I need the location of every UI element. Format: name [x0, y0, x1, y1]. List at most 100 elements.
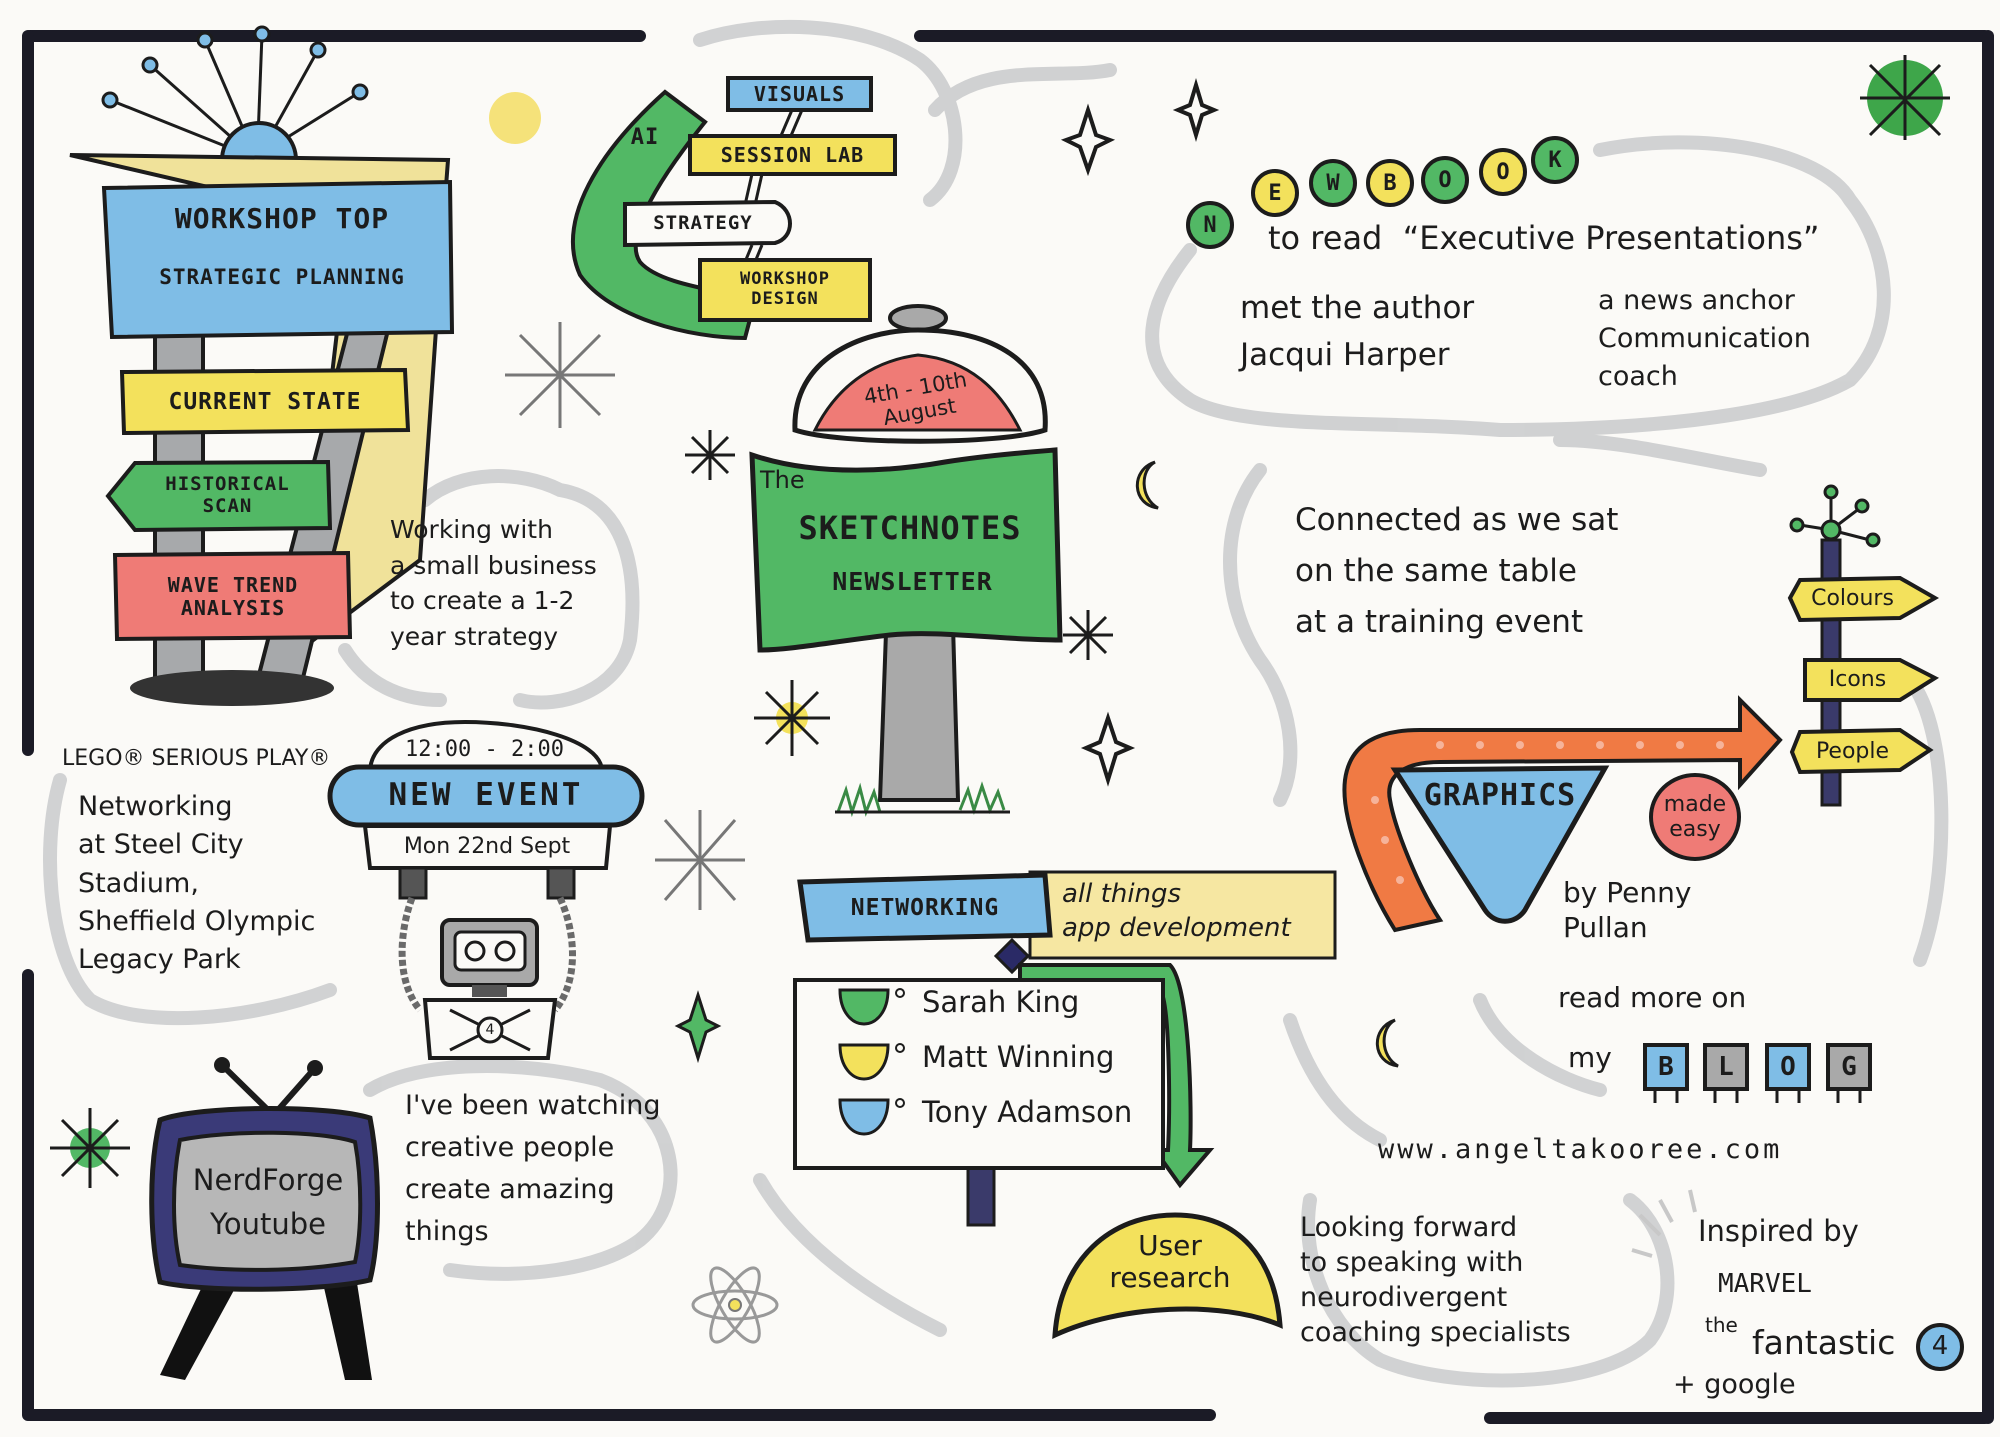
signpost-base: [130, 670, 334, 706]
right-signpost-top: [1789, 484, 1881, 548]
cloud: [1283, 1013, 1387, 1147]
blog-letter: G: [1841, 1052, 1857, 1082]
newbook-circles: [1186, 136, 1579, 249]
cloud: [43, 773, 337, 1026]
cloud: [1553, 433, 1767, 477]
event-dome: [368, 719, 604, 771]
cloud: [1301, 1193, 1675, 1388]
cloud: [1223, 463, 1298, 807]
tv-leg: [320, 1270, 372, 1380]
sign-session-lab-label: SESSION LAB: [720, 142, 865, 167]
cloud: [693, 19, 963, 207]
tv-leg: [160, 1270, 245, 1380]
tv-antenna: [219, 1062, 318, 1113]
networking-label: NETWORKING: [850, 894, 1000, 921]
tv-screen: [172, 1130, 363, 1272]
sign-workshop-design: [698, 258, 872, 322]
newsletter-title: SKETCHNOTES: [798, 508, 1022, 547]
networking-topic: all things app development: [1062, 879, 1291, 943]
blog-letter: O: [1780, 1052, 1796, 1082]
frame-border: [22, 30, 1994, 1424]
sign-icons: [1803, 658, 1940, 702]
blog-letter: B: [1658, 1052, 1674, 1082]
signpost-dome: [219, 121, 299, 162]
book-author: met the author Jacqui Harper: [1240, 290, 1475, 373]
sign-icons-label: Icons: [1828, 667, 1887, 693]
cloud: [1473, 993, 1607, 1097]
workshop-subtitle: STRATEGIC PLANNING: [159, 264, 405, 289]
newsletter-the: The: [760, 466, 805, 494]
connected-note: Connected as we sat on the same table at…: [1295, 502, 1619, 641]
fantastic-four-circle: [1916, 1323, 1964, 1371]
sparkle-icon: [1063, 610, 1113, 660]
event-title: NEW EVENT: [388, 777, 584, 814]
diamond-star-icon: [1060, 78, 1220, 787]
cloud: [338, 643, 447, 707]
cloud: [1903, 673, 1949, 967]
sign-colours-label: Colours: [1811, 586, 1894, 612]
blog-url-link[interactable]: www.angeltakooree.com: [1378, 1134, 1783, 1165]
moon-icon: [1375, 1018, 1399, 1068]
attendee-name: Sarah King: [922, 985, 1080, 1019]
sign-wave-trend-label: WAVE TREND ANALYSIS: [167, 573, 299, 620]
graphics-author: by Penny Pullan: [1563, 876, 1692, 944]
diamond-star-icon: [674, 990, 722, 1064]
event-time: 12:00 - 2:00: [405, 737, 564, 762]
cloud: [363, 1059, 678, 1281]
robot-badge: 4: [485, 1021, 495, 1038]
sign-workshop-design-label: WORKSHOP DESIGN: [740, 269, 830, 309]
sign-historical-scan: [105, 459, 333, 533]
networking-banner: [797, 872, 1053, 943]
lego-note: Networking at Steel City Stadium, Sheffi…: [78, 791, 316, 976]
sign-strategy: [623, 199, 792, 248]
inspired-rays: [1631, 1189, 1697, 1258]
blog-read-more: read more on: [1558, 981, 1747, 1014]
workshop-note: Working with a small business to create …: [390, 515, 597, 651]
newbook-letter: K: [1548, 147, 1562, 173]
made-easy-label: made easy: [1663, 791, 1727, 842]
sign-visuals-label: VISUALS: [753, 81, 846, 106]
cloud: [418, 469, 640, 710]
sun-icon: [489, 92, 541, 144]
atom-icon: [691, 1266, 779, 1344]
grass: [835, 781, 1010, 818]
inspired-line: Inspired by: [1698, 1214, 1859, 1248]
sign-current-state: [119, 367, 411, 436]
user-research-label: User research: [1109, 1228, 1231, 1294]
event-date: Mon 22nd Sept: [403, 834, 571, 860]
user-research-dome: [1052, 1212, 1283, 1340]
robot-arms: [398, 896, 576, 1013]
arrow-dots: [1371, 741, 1724, 884]
robot-eye: [494, 940, 516, 962]
tv-note: I've been watching creative people creat…: [405, 1090, 661, 1247]
workshop-board: [101, 179, 455, 340]
newbook-letter: B: [1383, 170, 1397, 196]
graphics-funnel: [1390, 765, 1610, 924]
book-read-line: to read “Executive Presentations”: [1268, 219, 1820, 257]
event-date-plate: [362, 824, 613, 870]
inspired-marvel: MARVEL: [1718, 1269, 1812, 1299]
graphics-label: GRAPHICS: [1423, 777, 1577, 813]
lego-title: LEGO® SERIOUS PLAY®: [62, 746, 331, 771]
sign-people-label: People: [1815, 739, 1890, 765]
boomerang-ai-label: AI: [630, 125, 660, 151]
attendee-marker: [838, 1043, 890, 1081]
sparkle-icon: [685, 430, 735, 480]
sign-current-state-label: CURRENT STATE: [168, 388, 362, 415]
looking-forward-note: Looking forward to speaking with neurodi…: [1300, 1212, 1571, 1349]
cloud: [928, 63, 1117, 117]
sign-people: [1789, 727, 1934, 775]
inspired-fantastic: fantastic: [1752, 1323, 1896, 1362]
attendee-name: Matt Winning: [922, 1040, 1115, 1074]
sign-session-lab: [688, 134, 897, 176]
newbook-letter: E: [1268, 180, 1282, 206]
robot-eye: [464, 940, 486, 962]
inspired-the: the: [1705, 1313, 1738, 1337]
sign-colours: [1787, 575, 1940, 623]
newbook-letter: O: [1438, 167, 1452, 193]
graphics-arrow: [1342, 695, 1783, 933]
blog-my: my: [1568, 1041, 1612, 1074]
star-burst-icon: [505, 322, 615, 428]
cloud: [753, 1173, 947, 1337]
